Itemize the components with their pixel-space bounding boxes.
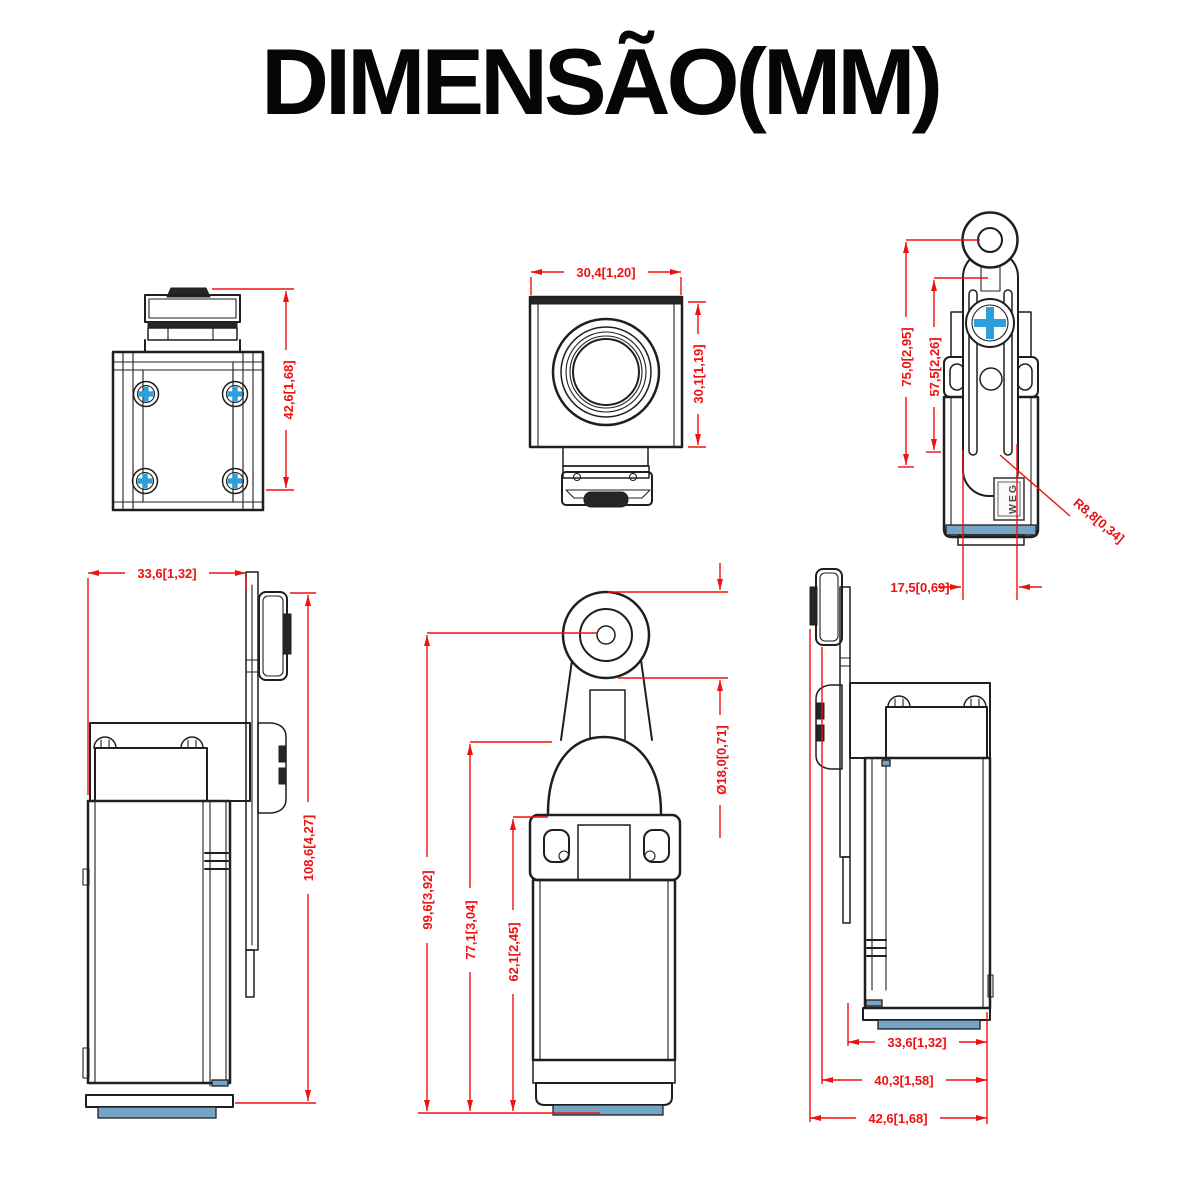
dim-slot-length: 57,5[2,26] [926,277,988,453]
dim-label-front-body-height: 62,1[2,45] [506,922,521,981]
view-side-right: 33,6[1,32] 40,3[1,58] 42,6[1,68] [809,568,994,1126]
screw-bottom-right-icon [221,467,249,495]
dim-depth-total: 42,6[1,68] [809,629,987,1126]
dim-label-lever-offset: 17,5[0,69] [890,580,949,595]
blue-tick [881,759,891,767]
dim-label-bg [462,888,478,972]
screw-top-left-icon [132,380,160,408]
dim-side-total-height: 108,6[4,27] [235,592,316,1104]
dim-label-bg [862,1072,946,1088]
view-roller-lever: WEG 75,0[2,95] 57,5[2,26] [890,211,1128,600]
front-view-outline [528,590,682,1116]
lever-roller-icon [961,211,1019,269]
blue-tick [865,999,883,1007]
dim-label-front-total-height: 99,6[3,92] [420,870,435,929]
dim-label-slot-length: 57,5[2,26] [927,337,942,396]
dim-label-bg [875,1034,959,1050]
dim-label-slot-radius: R8,8[0,34] [1071,495,1128,546]
side-right-outline [809,568,994,1030]
view-head-front-outline [528,295,684,508]
blue-strip [97,1106,217,1119]
dim-label-head-height: 30,1[1,19] [691,344,706,403]
blue-strip [945,524,1037,536]
dim-label-bg [280,350,296,430]
lever-adjust-screw-icon [965,298,1015,348]
dim-front-height-to-head: 77,1[3,04] [462,741,552,1111]
dim-lever-offset: 17,5[0,69] [890,444,1042,600]
dim-label-lever-length: 75,0[2,95] [899,327,914,386]
dim-label-bg [125,565,209,581]
dim-label-side-depth: 33,6[1,32] [137,566,196,581]
dim-label-bg [564,264,648,280]
screw-bottom-left-icon [131,467,159,495]
dim-label-bg [898,317,914,397]
blue-tick [211,1079,229,1087]
dim-front-total-height: 99,6[3,92] [419,632,597,1111]
dim-label-depth-body: 33,6[1,32] [887,1035,946,1050]
dim-head-height: 30,1[1,19] [688,301,706,448]
dim-lever-length: 75,0[2,95] [898,239,980,468]
page-title: DIMENSÃO(MM) [261,29,943,134]
dim-label-bg [713,715,729,805]
dim-label-top-view-height: 42,6[1,68] [281,360,296,419]
dim-label-head-width: 30,4[1,20] [576,265,635,280]
dim-label-depth-total: 42,6[1,68] [868,1111,927,1126]
weg-logo-text: WEG [1007,483,1019,514]
screw-top-right-icon [221,380,249,408]
blue-strip [552,1104,664,1116]
dim-label-bg [419,857,435,943]
dim-label-bg [926,327,942,407]
dim-depth-body: 33,6[1,32] [847,1003,987,1050]
lever-arm [962,250,1019,497]
side-left-outline [82,571,292,1119]
dim-label-bg [300,802,316,894]
view-top-outline [111,287,265,512]
dim-front-body-height: 62,1[2,45] [505,816,548,1111]
weg-logo: WEG [993,477,1025,521]
dim-label-front-height-to-head: 77,1[3,04] [463,900,478,959]
view-top: 42,6[1,68] [111,287,296,512]
dim-label-bg [690,334,706,414]
dim-side-depth: 33,6[1,32] [87,565,247,795]
dim-top-view-height: 42,6[1,68] [212,288,296,491]
dim-roller-diameter: Ø18,0[0,71] [608,563,729,838]
view-head-front: 30,4[1,20] 30,1[1,19] [528,264,706,508]
view-side-left: 33,6[1,32] 108,6[4,27] [82,565,316,1119]
blue-strip [877,1019,981,1030]
dim-label-bg [856,1110,940,1126]
dim-label-side-total-height: 108,6[4,27] [301,815,316,882]
dim-label-bg [505,910,521,994]
dim-label-roller-diameter: Ø18,0[0,71] [714,725,729,794]
dim-label-depth-with-plate: 40,3[1,58] [874,1073,933,1088]
view-front-roller-plunger: 99,6[3,92] 77,1[3,04] 62,1[2,45] [418,563,729,1116]
dim-head-width: 30,4[1,20] [530,264,682,295]
dim-depth-with-plate: 40,3[1,58] [821,647,987,1088]
